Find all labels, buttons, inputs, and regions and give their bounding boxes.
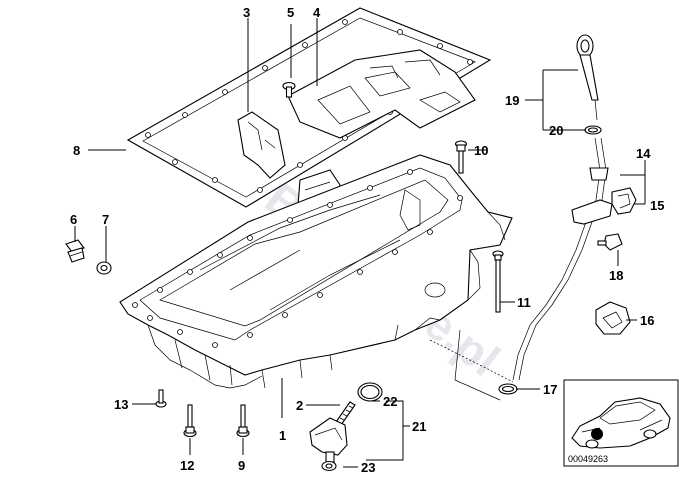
screw-5-part xyxy=(282,81,296,98)
bolt-11-part xyxy=(492,250,504,313)
callout-5: 5 xyxy=(287,5,294,20)
bolt-12-part xyxy=(183,404,197,438)
callout-14: 14 xyxy=(636,146,651,161)
nut-23-part xyxy=(321,460,337,472)
washer-7-part xyxy=(96,261,112,275)
callout-23: 23 xyxy=(361,460,375,475)
vehicle-locator-inset: 00049263 xyxy=(563,379,679,467)
callout-9: 9 xyxy=(238,458,245,473)
callout-20: 20 xyxy=(549,123,563,138)
clip-16-part xyxy=(595,301,631,335)
callout-8: 8 xyxy=(73,143,80,158)
callout-16: 16 xyxy=(640,313,654,328)
baffle-plate-part xyxy=(287,49,476,139)
bolt-9-part xyxy=(236,404,250,438)
callout-3: 3 xyxy=(243,5,250,20)
sensor-21-part xyxy=(309,417,348,463)
car-icon xyxy=(571,397,671,449)
leader-lines xyxy=(74,18,646,468)
callout-labels: 1 2 3 4 5 6 7 8 9 10 11 12 13 14 15 16 1… xyxy=(70,5,664,475)
screw-18-part xyxy=(597,233,623,251)
callout-13: 13 xyxy=(114,397,128,412)
callout-1: 1 xyxy=(279,428,286,443)
callout-12: 12 xyxy=(180,458,194,473)
bracket-15-part xyxy=(571,187,637,225)
screw-13-part xyxy=(155,389,167,408)
seal-ring-22-part xyxy=(357,382,383,402)
callout-10: 10 xyxy=(474,143,488,158)
callout-15: 15 xyxy=(650,198,664,213)
drain-plug-part xyxy=(65,239,85,263)
guide-tube-part xyxy=(512,137,609,381)
callout-4: 4 xyxy=(313,5,321,20)
o-ring-20-part xyxy=(584,125,602,135)
callout-7: 7 xyxy=(102,212,109,227)
o-ring-17-part xyxy=(498,383,518,395)
catalog-number: 00049263 xyxy=(568,454,608,464)
callout-21: 21 xyxy=(412,419,426,434)
callout-11: 11 xyxy=(517,295,531,310)
callout-18: 18 xyxy=(609,268,623,283)
callout-17: 17 xyxy=(543,382,557,397)
callout-2: 2 xyxy=(296,398,303,413)
callout-19: 19 xyxy=(505,93,519,108)
location-marker-icon xyxy=(591,428,603,440)
dipstick-19-part xyxy=(576,34,599,121)
callout-22: 22 xyxy=(383,394,397,409)
callout-6: 6 xyxy=(70,212,77,227)
oil-pan-part xyxy=(119,154,513,389)
bolt-10-part xyxy=(454,140,468,174)
